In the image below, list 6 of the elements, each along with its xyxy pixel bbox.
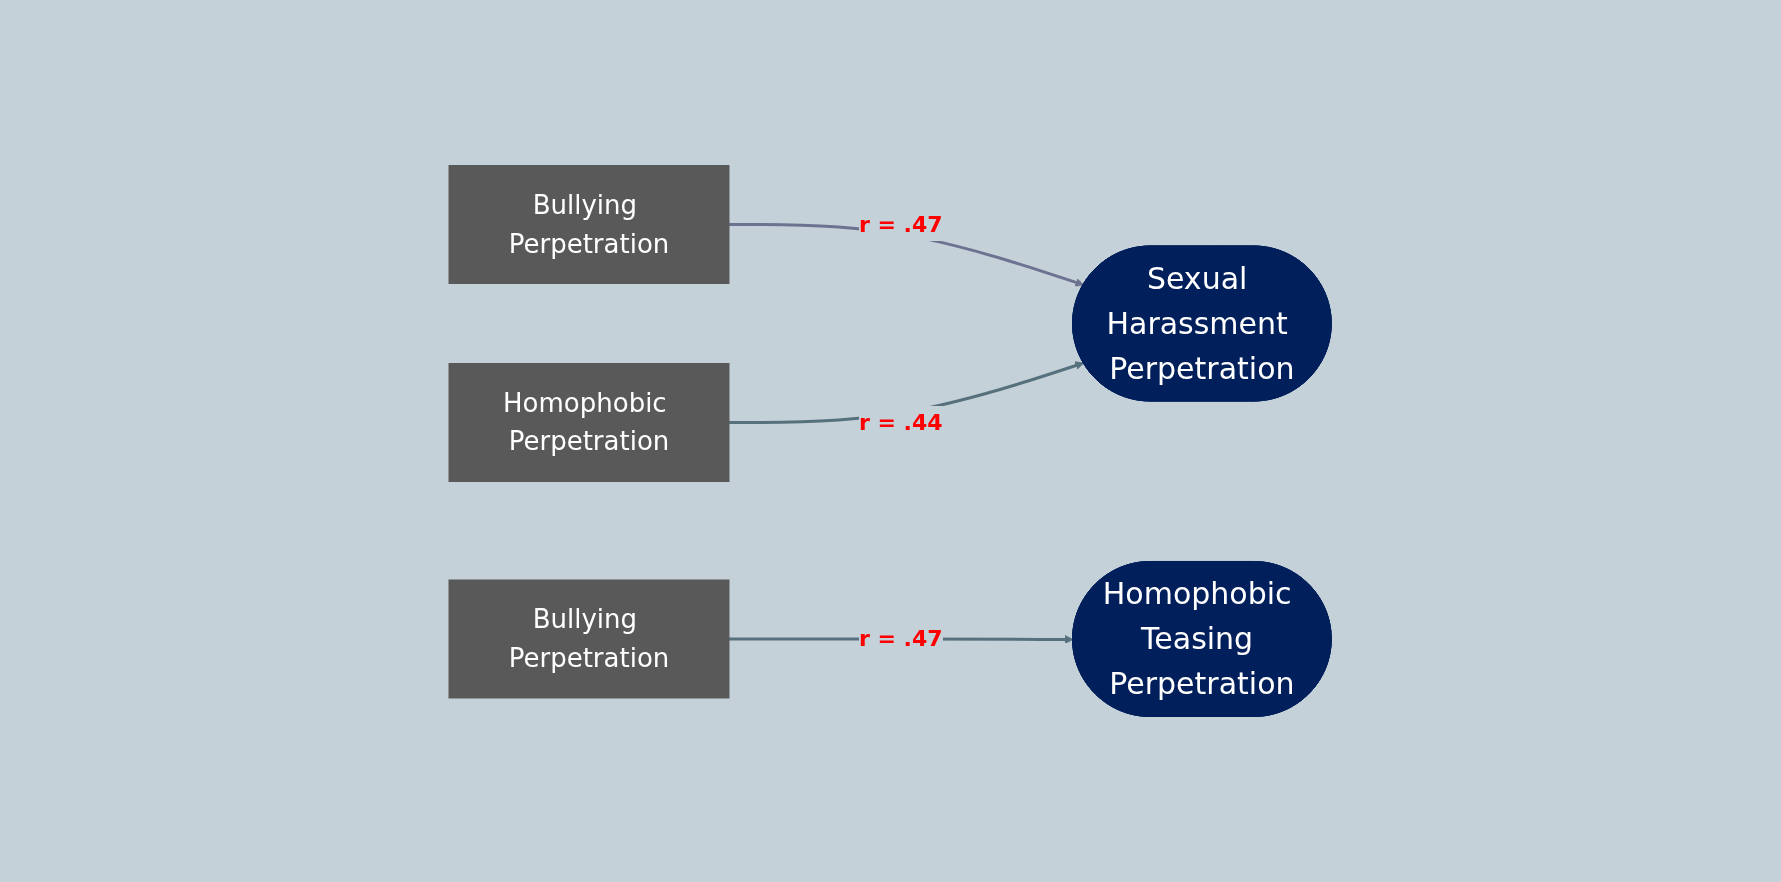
- node-box: Bullying Perpetration: [448, 579, 730, 699]
- node-box: Bullying Perpetration: [448, 165, 730, 284]
- edge-label: r = .47: [859, 212, 943, 237]
- node-box: Homophobic Perpetration: [448, 363, 730, 482]
- edge-label: r = .44: [859, 410, 943, 435]
- edge-label: r = .47: [859, 626, 943, 652]
